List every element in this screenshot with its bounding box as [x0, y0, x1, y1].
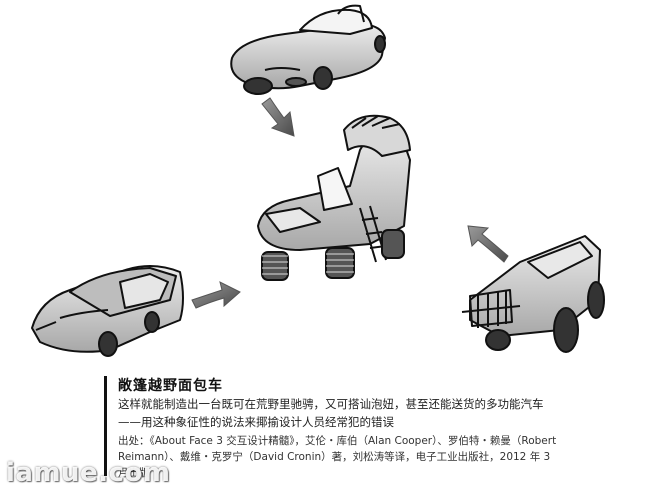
minivan-car — [31, 265, 184, 357]
arrow-left-icon — [467, 225, 509, 263]
convertible-car — [230, 4, 386, 95]
caption-source: 出处：《About Face 3 交互设计精髓》，艾伦・库伯（Alan Coop… — [118, 435, 557, 479]
arrow-down-icon — [261, 97, 295, 137]
hybrid-vehicle — [257, 114, 411, 281]
caption-description: 这样就能制造出一台既可在荒野里驰骋，又可搭讪泡妞，甚至还能送货的多功能汽车——用… — [118, 397, 544, 429]
offroad-jeep — [461, 235, 605, 353]
caption-title: 敞篷越野面包车 — [118, 378, 223, 394]
caption-accent-bar — [104, 376, 107, 476]
arrow-right-icon — [191, 281, 241, 309]
car-illustration — [31, 4, 605, 357]
watermark-logo: iamue.com — [6, 458, 171, 488]
